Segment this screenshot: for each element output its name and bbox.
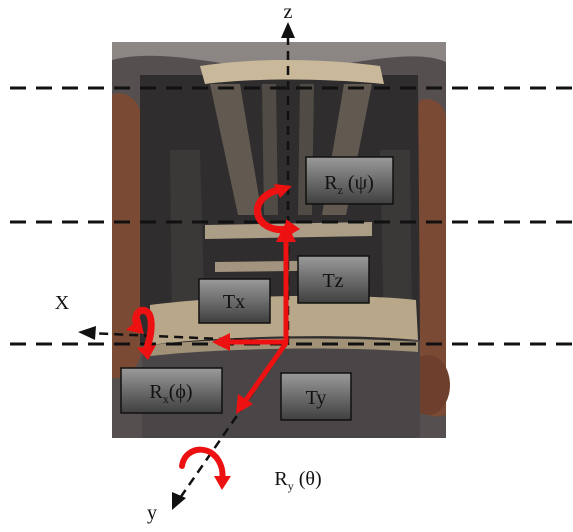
tz-box: Tz — [297, 255, 370, 304]
ry-rotation-arrow — [179, 446, 231, 490]
x-axis-label: X — [55, 292, 70, 314]
z-axis-label: z — [284, 1, 293, 23]
tx-box: Tx — [198, 278, 271, 324]
ty-arrowhead — [236, 394, 253, 414]
ry-label: Ry (θ) — [274, 468, 321, 493]
translation-arrows — [212, 222, 296, 414]
rx-rotation-arrow — [126, 306, 156, 360]
z-axis-arrowhead — [281, 22, 295, 38]
rz-box-label: Rz (ψ) — [324, 172, 374, 197]
ty-arrow-shaft — [243, 341, 289, 402]
y-axis-label: y — [147, 502, 157, 524]
tz-box-label: Tz — [322, 270, 343, 292]
rx-box-label: Rx(ϕ) — [149, 381, 192, 406]
y-axis-arrowhead — [172, 492, 186, 510]
rz-rotation-arrow — [253, 184, 300, 238]
rx-box: Rx(ϕ) — [120, 367, 223, 414]
ty-box-label: Ty — [306, 387, 327, 409]
tx-arrowhead — [212, 333, 230, 351]
x-axis-arrowhead — [78, 326, 96, 340]
rz-box: Rz (ψ) — [305, 156, 394, 205]
dashed-reference-lines — [10, 86, 573, 346]
tx-box-label: Tx — [223, 291, 245, 313]
ty-box: Ty — [280, 372, 352, 421]
